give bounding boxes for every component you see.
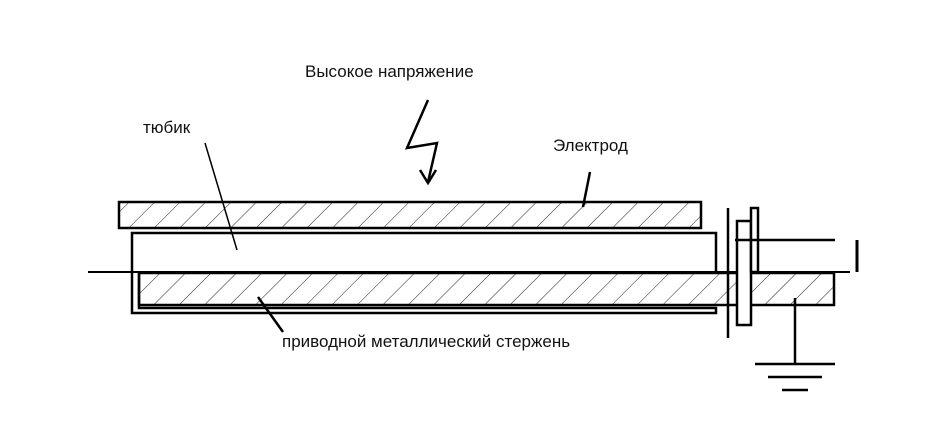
electrode-plate: [117, 200, 703, 230]
electrode-leader: [581, 171, 592, 208]
tube-leader: [204, 142, 238, 251]
ground-icon: [755, 298, 835, 392]
metal-rod: [137, 271, 836, 307]
rod-label: приводной металлический стержень: [282, 332, 571, 351]
high-voltage-label: Высокое напряжение: [305, 62, 474, 81]
contact-block: [735, 219, 753, 327]
lightning-icon: [404, 99, 439, 186]
electrode-label: Электрод: [553, 136, 628, 155]
rod-leader: [256, 296, 285, 333]
tube: [130, 231, 718, 315]
tube-label: тюбик: [143, 118, 191, 137]
